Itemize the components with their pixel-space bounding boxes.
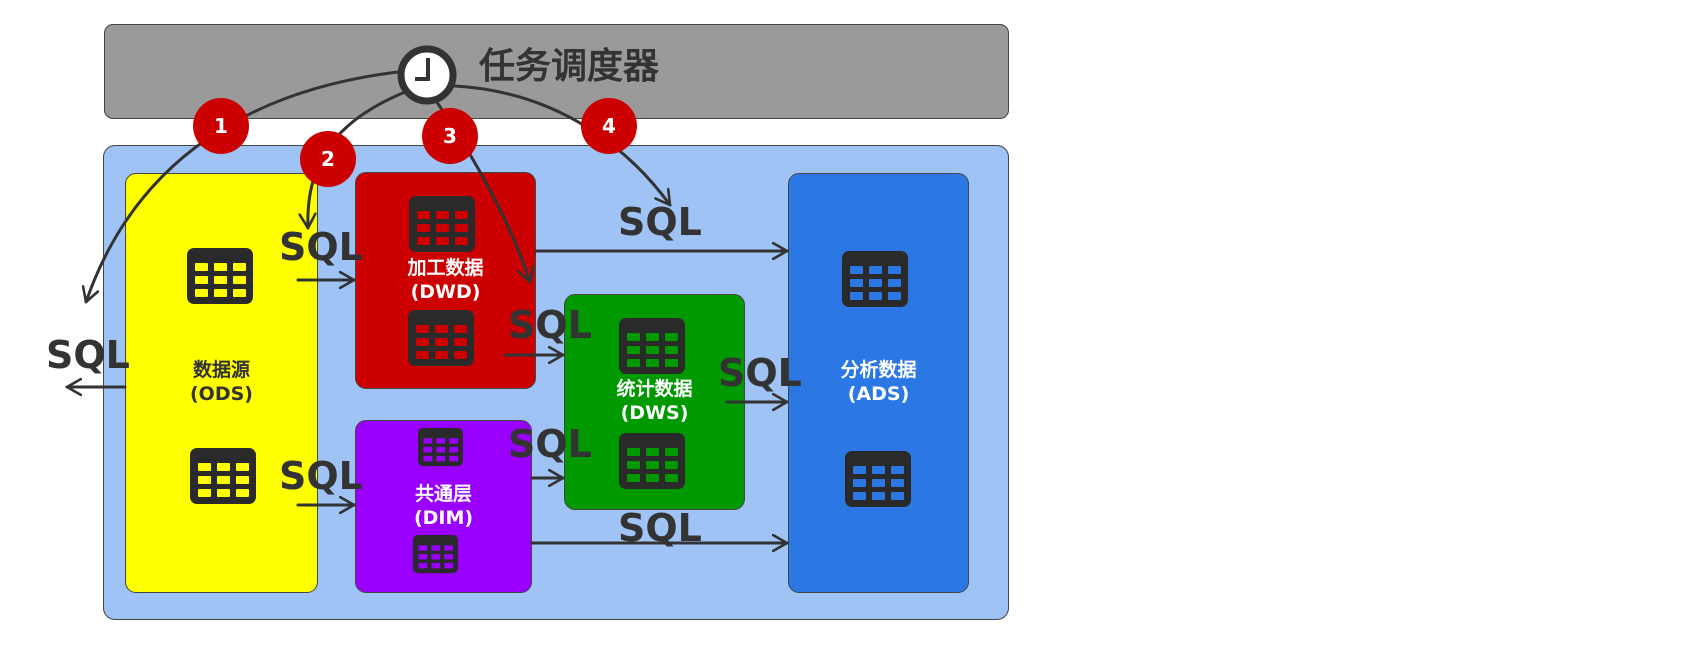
layer-name: 统计数据: [616, 378, 693, 400]
layer-code: (DWD): [410, 281, 481, 303]
step-badge-3: 3: [422, 108, 478, 164]
sql-label: SQL: [508, 422, 592, 466]
layer-name: 共通层: [414, 483, 472, 505]
layer-name: 加工数据: [407, 257, 484, 279]
layer-dws-title: 统计数据 (DWS): [564, 377, 745, 425]
table-icon: [409, 196, 475, 252]
scheduler-title: 任务调度器: [479, 46, 660, 87]
sql-label: SQL: [618, 200, 702, 244]
layer-ads: [788, 173, 969, 593]
step-badge-4: 4: [581, 98, 637, 154]
layer-code: (ADS): [847, 383, 910, 405]
table-icon: [845, 451, 911, 507]
layer-ods-title: 数据源 (ODS): [125, 358, 318, 406]
table-icon: [190, 448, 256, 504]
layer-ods: [125, 173, 318, 593]
table-icon: [418, 428, 463, 467]
table-icon: [619, 433, 685, 489]
table-icon: [413, 535, 458, 574]
table-icon: [187, 248, 253, 304]
layer-code: (DWS): [620, 402, 689, 424]
sql-label: SQL: [718, 351, 802, 395]
layer-code: (ODS): [190, 383, 253, 405]
sql-label: SQL: [46, 333, 130, 377]
scheduler-bar: [104, 24, 1009, 119]
layer-dwd-title: 加工数据 (DWD): [355, 256, 536, 304]
table-icon: [408, 310, 474, 366]
clock-icon: [397, 45, 457, 105]
sql-label: SQL: [279, 454, 363, 498]
layer-name: 数据源: [192, 359, 250, 381]
sql-label: SQL: [279, 225, 363, 269]
table-icon: [619, 318, 685, 374]
layer-name: 分析数据: [840, 359, 917, 381]
layer-code: (DIM): [413, 507, 474, 529]
layer-ads-title: 分析数据 (ADS): [788, 358, 969, 406]
sql-label: SQL: [618, 506, 702, 550]
sql-label: SQL: [508, 303, 592, 347]
table-icon: [842, 251, 908, 307]
layer-dim-title: 共通层 (DIM): [355, 482, 532, 530]
step-badge-2: 2: [300, 131, 356, 187]
step-badge-1: 1: [193, 98, 249, 154]
